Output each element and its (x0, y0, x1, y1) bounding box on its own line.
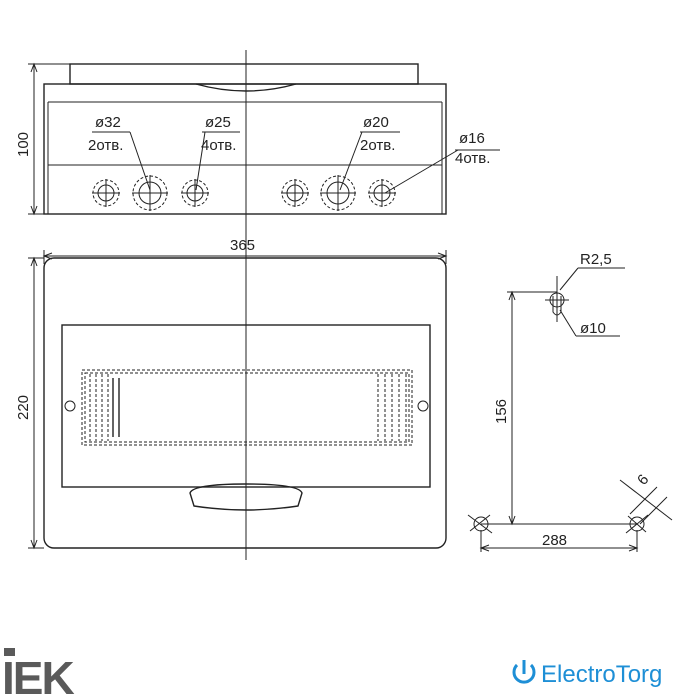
iek-logo-text: IEK (2, 652, 74, 700)
top-height-label: 100 (15, 132, 32, 157)
right-terminal (377, 374, 407, 441)
hole-25-b (181, 179, 209, 207)
din-window (81, 369, 413, 446)
horizontal-label: 288 (542, 532, 567, 549)
front-body (43, 257, 447, 549)
left-terminal (89, 374, 120, 441)
iek-logo: IEK (2, 648, 76, 700)
top-body (43, 83, 447, 215)
hinge-right (417, 400, 429, 412)
top-view: ø32 2отв. ø25 4отв. ø20 2отв. ø16 4отв. … (15, 50, 500, 560)
hole-20-a (320, 175, 356, 211)
hole-count-25: 4отв. (201, 137, 236, 154)
front-width-label: 365 (230, 237, 255, 254)
hole-25-a (92, 179, 120, 207)
hole-label-25: ø25 (205, 114, 231, 131)
vertical-label: 156 (493, 399, 510, 424)
front-handle (189, 483, 303, 511)
front-panel (61, 324, 431, 488)
hole-label-32: ø32 (95, 114, 121, 131)
hole-label-16: ø16 (459, 130, 485, 147)
power-icon (512, 660, 536, 684)
electrotorg-logo-text: ElectroTorg (541, 661, 662, 688)
mount-detail: R2,5 ø10 156 288 6 (467, 251, 673, 552)
front-view: 365 220 (15, 237, 448, 550)
hole-count-32: 2отв. (88, 137, 123, 154)
lid-strip (69, 63, 419, 85)
hole-count-16: 4отв. (455, 150, 490, 167)
hole-32-a (132, 175, 168, 211)
hole-label-10: ø10 (580, 320, 606, 337)
hole-25-c (281, 179, 309, 207)
electrotorg-logo: ElectroTorg (512, 660, 662, 688)
front-height-label: 220 (15, 395, 32, 420)
knockout-holes (92, 175, 396, 211)
hole-label-20: ø20 (363, 114, 389, 131)
hole-16-a (368, 179, 396, 207)
hinge-left (64, 400, 76, 412)
hole-count-20: 2отв. (360, 137, 395, 154)
radius-label: R2,5 (580, 251, 612, 268)
slot-label: 6 (634, 471, 652, 488)
